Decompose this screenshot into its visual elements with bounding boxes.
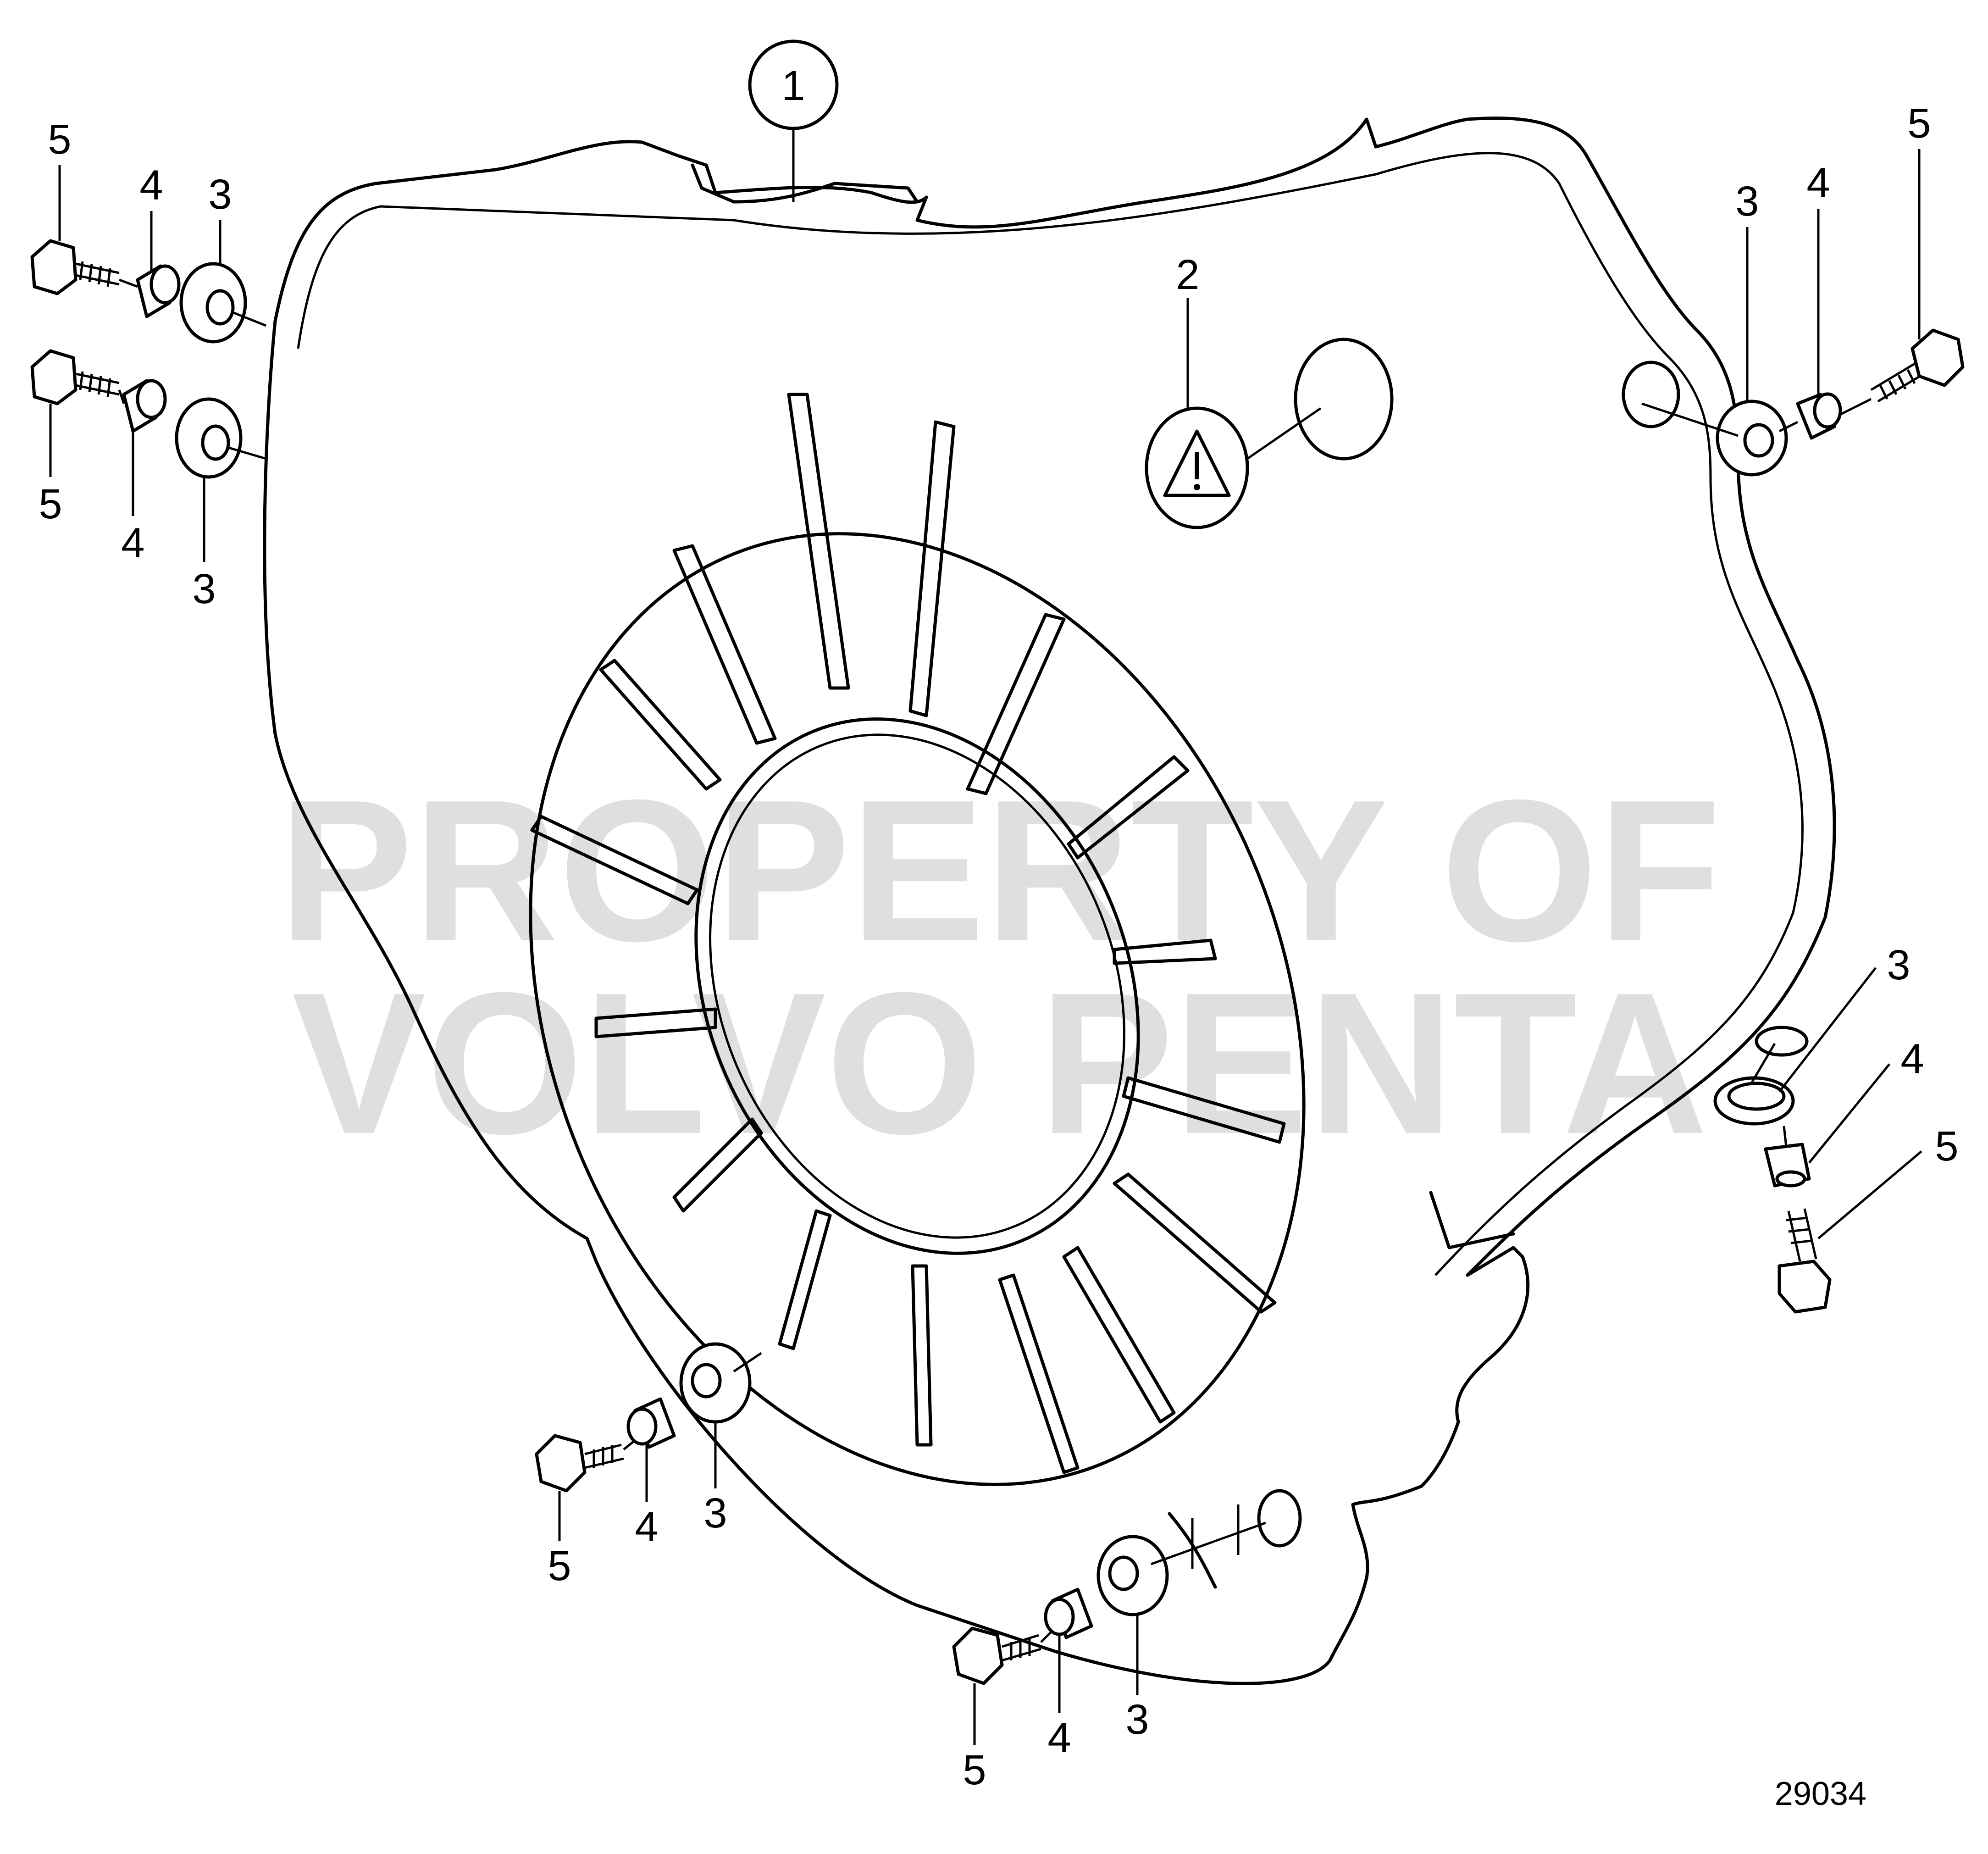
grille-inner-ring — [709, 733, 1125, 1239]
cover-outline — [263, 117, 1836, 1685]
grille-inner-ring-outer — [694, 717, 1140, 1255]
flange-bolt — [30, 349, 120, 405]
fastener-set-bottom-left — [535, 1342, 762, 1493]
callout-4-right: 4 — [1900, 1036, 1924, 1082]
rubber-grommet — [1713, 1076, 1795, 1126]
drawing-number: 29034 — [1775, 1776, 1866, 1812]
callout-3-top-left-1: 3 — [208, 171, 232, 218]
callout-3-bottom-left: 3 — [703, 1490, 727, 1537]
rubber-grommet — [679, 1342, 752, 1424]
spacer-sleeve — [626, 1397, 676, 1449]
fastener-set-top-left-1 — [30, 239, 266, 344]
watermark-line-2: VOLVO PENTA — [292, 951, 1708, 1176]
callout-5-bottom-left: 5 — [548, 1543, 571, 1589]
warning-triangle-icon — [1163, 429, 1231, 497]
fastener-callouts: 5 4 3 5 4 3 3 4 5 3 4 5 5 4 3 5 — [39, 100, 1958, 1793]
flange-bolt — [535, 1434, 624, 1493]
spacer-sleeve — [1764, 1143, 1811, 1188]
fastener-set-top-right — [1641, 328, 1965, 477]
callout-4-bottom-left: 4 — [635, 1504, 658, 1550]
fan-grille — [529, 393, 1306, 1486]
engine-cover — [263, 117, 1836, 1685]
fastener-set-top-left-2 — [30, 349, 266, 479]
spacer-sleeve — [1796, 392, 1842, 440]
callout-4-top-right: 4 — [1806, 160, 1830, 206]
callout-5-top-left-1: 5 — [48, 116, 71, 163]
callout-3-right: 3 — [1887, 942, 1910, 988]
grille-outer-ring — [529, 532, 1306, 1486]
cover-mount-hole-bottom — [1257, 1489, 1302, 1548]
flange-bolt — [952, 1626, 1041, 1685]
callout-4-top-left-1: 4 — [139, 162, 163, 209]
flange-bolt — [30, 239, 120, 295]
flange-bolt — [1778, 1208, 1832, 1314]
watermark-line-1: PROPERTY OF — [278, 758, 1721, 983]
cover-bottom-ribs — [1191, 1504, 1240, 1569]
callout-4-top-left-2: 4 — [121, 520, 144, 566]
cover-mount-hole-right — [1755, 1026, 1809, 1057]
cover-lower-bracket — [1168, 1191, 1515, 1589]
rubber-grommet — [179, 262, 247, 344]
grille-slots — [530, 393, 1286, 1474]
callout-3-top-left-2: 3 — [192, 566, 216, 612]
cover-top-notch — [691, 163, 919, 204]
callout-3-top-right: 3 — [1735, 178, 1759, 225]
callout-5-top-left-2: 5 — [39, 481, 62, 527]
callout-2: 2 — [1145, 251, 1322, 529]
callout-4-bottom-center: 4 — [1047, 1715, 1071, 1761]
callout-2-label: 2 — [1176, 251, 1199, 298]
rubber-grommet — [1716, 400, 1788, 477]
rubber-grommet — [1096, 1535, 1169, 1616]
watermark: PROPERTY OF VOLVO PENTA — [278, 758, 1721, 1176]
decal-recess — [1294, 338, 1394, 461]
fastener-set-right — [1713, 1043, 1832, 1314]
cover-inner-rim — [297, 152, 1804, 1276]
rubber-grommet — [175, 397, 243, 479]
callout-3-bottom-center: 3 — [1125, 1696, 1149, 1743]
spacer-sleeve — [136, 264, 181, 318]
callout-5-top-right: 5 — [1907, 100, 1931, 147]
spacer-sleeve — [122, 379, 167, 433]
fastener-set-bottom-center — [952, 1521, 1266, 1685]
flange-bolt — [1870, 328, 1965, 403]
callout-1: 1 — [748, 39, 839, 202]
callout-5-right: 5 — [1935, 1123, 1958, 1170]
callout-5-bottom-center: 5 — [963, 1747, 986, 1793]
spacer-sleeve — [1044, 1588, 1093, 1639]
cover-mount-hole-top-right — [1622, 361, 1680, 428]
callout-1-label: 1 — [781, 62, 805, 109]
